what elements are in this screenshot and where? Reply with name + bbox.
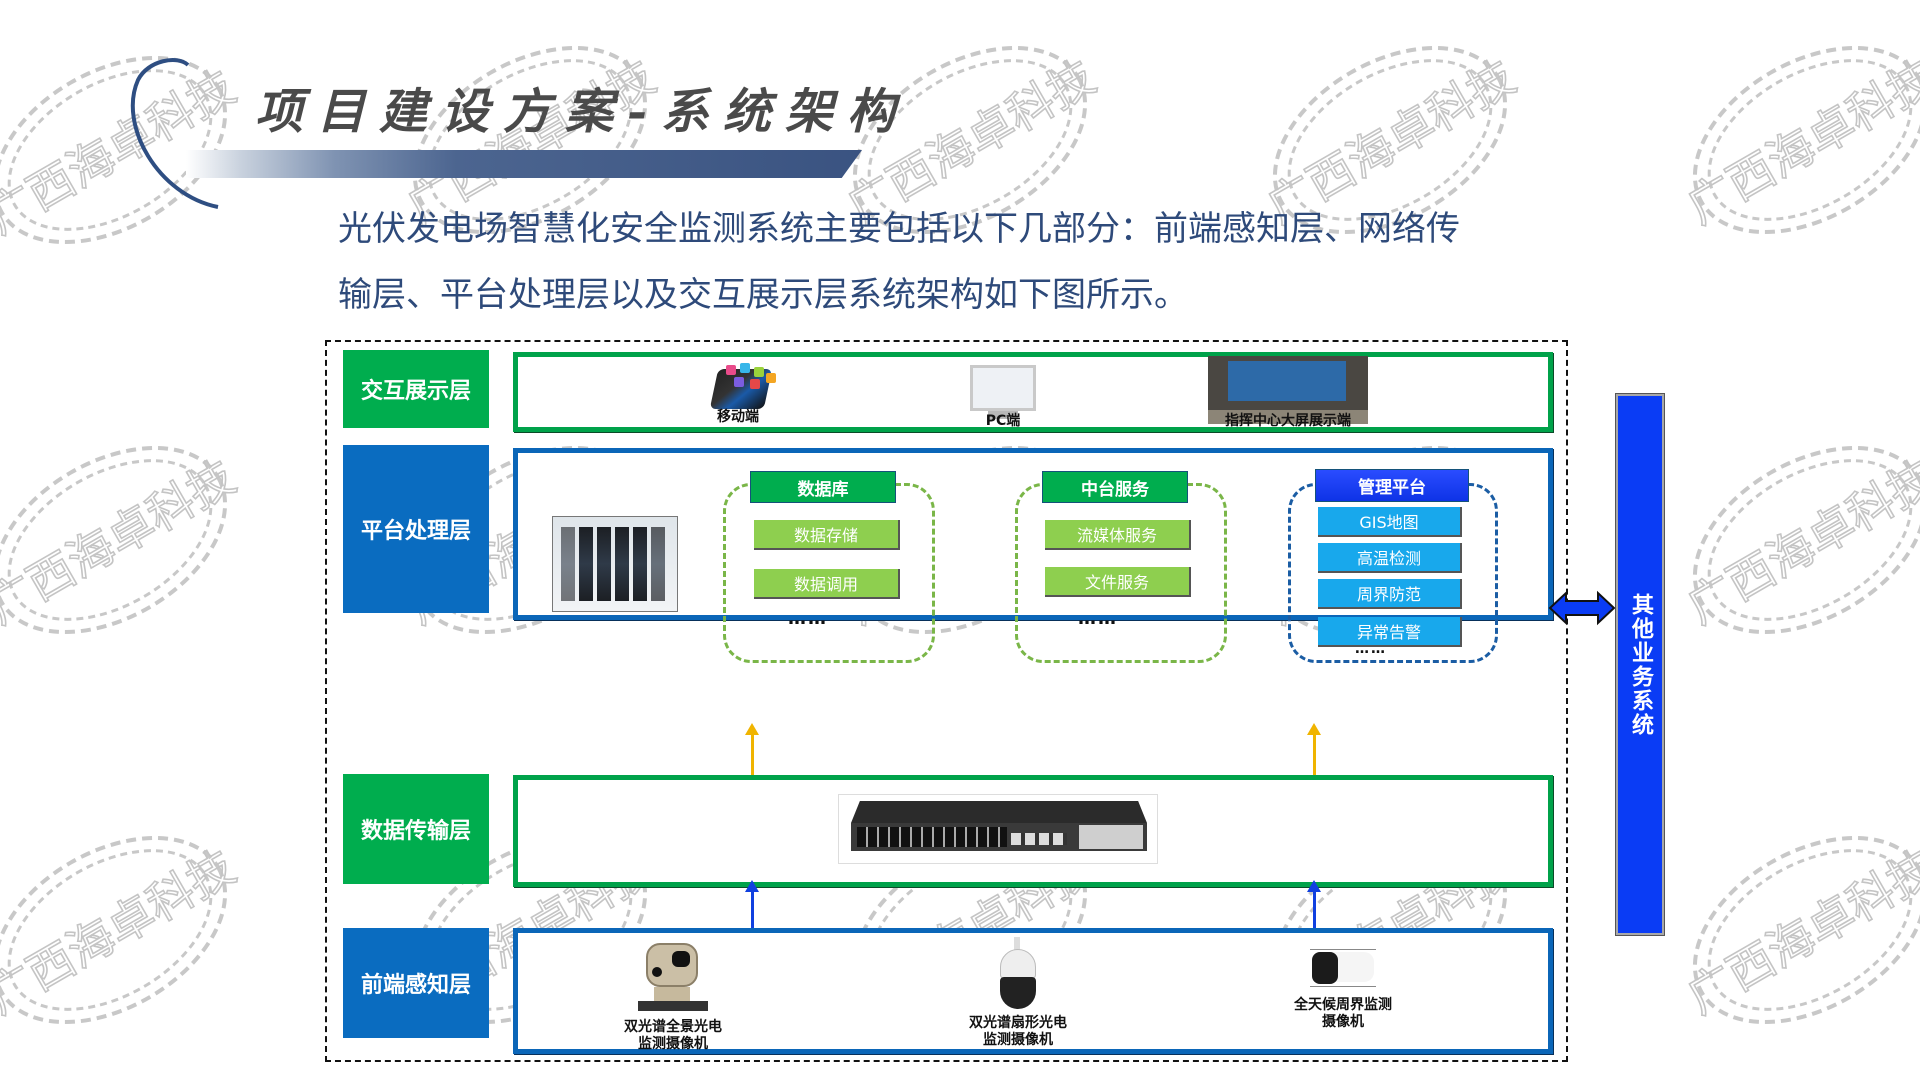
caption-ptz-camera: 双光谱全景光电 监测摄像机 <box>613 1019 733 1053</box>
arrow-up-blue-left <box>745 880 759 928</box>
item-data-call: 数据调用 <box>754 569 900 599</box>
double-arrow-icon <box>1548 590 1616 626</box>
group-database-more: …… <box>788 608 828 629</box>
intro-line-2: 输层、平台处理层以及交互展示层系统架构如下图所示。 <box>338 275 1188 315</box>
command-center-screen-icon <box>1208 356 1368 424</box>
item-perimeter-defense: 周界防范 <box>1318 579 1462 609</box>
layer-label-perception: 前端感知层 <box>343 928 489 1038</box>
svg-text:广西海卓科技: 广西海卓科技 <box>0 839 244 1024</box>
caption-ptz-camera-line2: 监测摄像机 <box>638 1036 708 1052</box>
caption-bullet-camera-line1: 全天候周界监测 <box>1294 997 1392 1013</box>
svg-text:广西海卓科技: 广西海卓科技 <box>0 449 244 634</box>
caption-ptz-camera-line1: 双光谱全景光电 <box>624 1019 722 1035</box>
pc-monitor-icon <box>970 365 1036 419</box>
group-management-platform-more: …… <box>1355 641 1387 657</box>
group-middle-services-title: 中台服务 <box>1042 471 1188 503</box>
other-business-systems: 其他业务系统 <box>1615 393 1665 936</box>
caption-command-center: 指挥中心大屏展示端 <box>1225 413 1351 429</box>
server-rack-icon <box>552 516 678 612</box>
group-management-platform-title: 管理平台 <box>1315 469 1469 502</box>
layer-label-transmission: 数据传输层 <box>343 774 489 884</box>
architecture-frame <box>325 340 1568 1062</box>
interaction-layer-panel: 移动端 PC端 指挥中心大屏展示端 <box>513 352 1553 432</box>
mobile-phone-icon <box>708 363 778 411</box>
arrow-up-yellow-left <box>745 723 759 775</box>
item-file-service: 文件服务 <box>1045 567 1191 597</box>
layer-label-interaction: 交互展示层 <box>343 350 489 428</box>
watermark-stamp: 广西海卓科技 <box>0 445 245 635</box>
caption-mobile: 移动端 <box>717 409 759 425</box>
item-streaming-service: 流媒体服务 <box>1045 520 1191 550</box>
item-abnormal-alarm: 异常告警 <box>1318 617 1462 647</box>
platform-layer-panel: 数据库 数据存储 数据调用 …… 中台服务 流媒体服务 文件服务 …… 管理平台… <box>513 448 1553 663</box>
svg-text:广西海卓科技: 广西海卓科技 <box>1678 49 1920 234</box>
dome-camera-icon <box>998 937 1038 1013</box>
item-gis-map: GIS地图 <box>1318 507 1462 537</box>
title-arc-decoration <box>130 58 219 209</box>
svg-text:广西海卓科技: 广西海卓科技 <box>1678 449 1920 634</box>
caption-dome-camera: 双光谱扇形光电 监测摄像机 <box>958 1015 1078 1049</box>
watermark-stamp: 广西海卓科技 <box>1677 445 1920 635</box>
group-middle-services-more: …… <box>1078 608 1118 629</box>
transmission-layer-panel <box>513 775 1553 887</box>
perception-layer-panel: 双光谱全景光电 监测摄像机 双光谱扇形光电 监测摄像机 全天候周界监测 摄像机 <box>513 928 1553 1054</box>
caption-dome-camera-line1: 双光谱扇形光电 <box>969 1015 1067 1031</box>
svg-text:广西海卓科技: 广西海卓科技 <box>1678 839 1920 1024</box>
item-data-storage: 数据存储 <box>754 520 900 550</box>
group-database-title: 数据库 <box>750 471 896 503</box>
arrow-up-yellow-right <box>1307 723 1321 775</box>
intro-line-1: 光伏发电场智慧化安全监测系统主要包括以下几部分：前端感知层、网络传 <box>338 209 1460 249</box>
arrow-up-blue-right <box>1307 880 1321 928</box>
caption-bullet-camera-line2: 摄像机 <box>1322 1014 1364 1030</box>
caption-bullet-camera: 全天候周界监测 摄像机 <box>1283 997 1403 1031</box>
page-title: 项目建设方案-系统架构 <box>255 84 909 140</box>
item-high-temp-detection: 高温检测 <box>1318 543 1462 573</box>
intro-paragraph: 光伏发电场智慧化安全监测系统主要包括以下几部分：前端感知层、网络传 输层、平台处… <box>338 196 1578 328</box>
network-switch-icon <box>838 794 1158 864</box>
title-underline-bar <box>186 150 862 178</box>
watermark-stamp: 广西海卓科技 <box>1677 45 1920 235</box>
caption-pc: PC端 <box>985 413 1021 429</box>
watermark-stamp: 广西海卓科技 <box>0 835 245 1025</box>
caption-dome-camera-line2: 监测摄像机 <box>983 1032 1053 1048</box>
watermark-stamp: 广西海卓科技 <box>1677 835 1920 1025</box>
bullet-camera-icon <box>1310 949 1376 987</box>
ptz-thermal-camera-icon <box>638 943 708 1017</box>
layer-label-platform: 平台处理层 <box>343 445 489 613</box>
